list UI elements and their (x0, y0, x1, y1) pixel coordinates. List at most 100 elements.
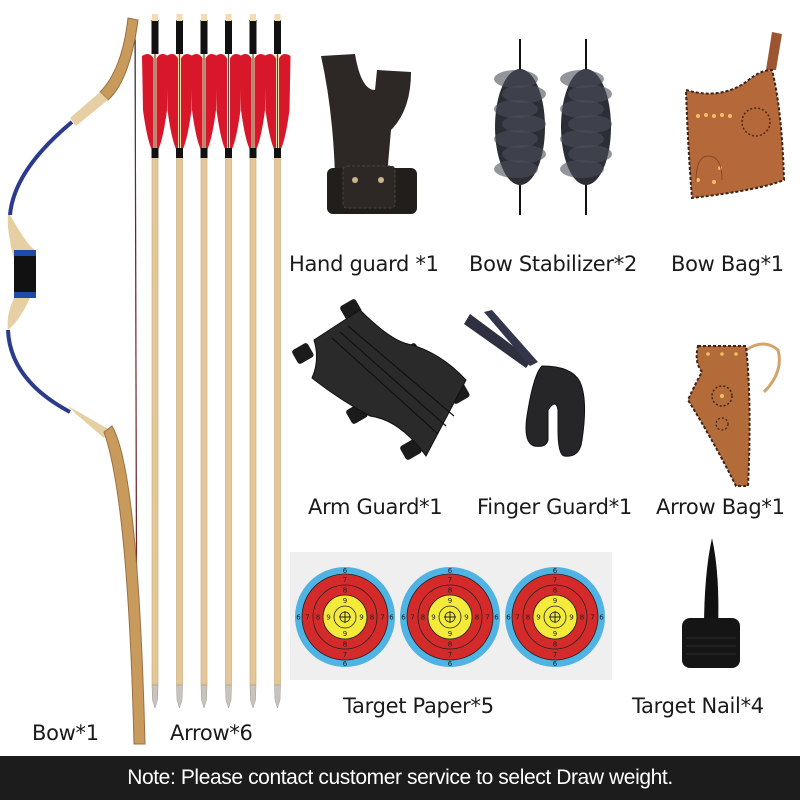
finger-guard-image (464, 310, 586, 457)
target-ring-number: 8 (448, 641, 452, 649)
bow-grip (14, 252, 36, 296)
bow-stabilizer-image (494, 39, 612, 215)
arrow-shaft (200, 149, 208, 686)
bow-upper-limb (8, 120, 74, 216)
target-ring-number: 7 (343, 651, 347, 659)
arrow-shaft (176, 149, 183, 686)
target-ring-number: 7 (553, 576, 557, 584)
arrows-image (142, 14, 291, 709)
stabilizer (494, 39, 546, 215)
target-nail-base (682, 618, 740, 668)
label-arrow: Arrow*6 (170, 721, 253, 745)
bow-bag-image (684, 32, 786, 200)
arrow-nock-wrap (200, 20, 208, 54)
target-ring-number: 9 (553, 630, 557, 638)
bow-bag-strap (766, 32, 782, 70)
target-ring-number: 8 (553, 641, 557, 649)
target-ring-number: 6 (389, 614, 394, 622)
arrow-nock (250, 14, 256, 21)
target-ring-number: 8 (421, 614, 425, 622)
arrow-nock-wrap (249, 20, 257, 54)
target-ring-number: 6 (401, 614, 406, 622)
finger-guard-body (525, 365, 586, 457)
arrow (240, 14, 266, 709)
target-ring-number: 6 (506, 614, 511, 622)
arrow-shaft (151, 149, 159, 686)
target-ring-number: 6 (448, 567, 453, 575)
target-ring-number: 9 (448, 597, 452, 605)
label-bow-stabilizer: Bow Stabilizer*2 (469, 252, 638, 276)
arrow-head (225, 684, 232, 709)
arrow-shaft (225, 149, 232, 686)
hand-guard-body (321, 54, 411, 176)
target-nail-spike (704, 538, 719, 630)
arrow-head (151, 684, 159, 709)
note-banner: Note: Please contact customer service to… (0, 756, 800, 800)
arrow (264, 14, 291, 709)
target-ring-number: 8 (370, 614, 374, 622)
arrow-bag-image (686, 342, 781, 487)
target-ring-number: 8 (343, 641, 347, 649)
arrow-bag-body (686, 345, 751, 487)
target-ring-number: 6 (599, 614, 604, 622)
target-ring-number: 8 (316, 614, 320, 622)
arrow-nock-wrap (176, 20, 183, 54)
target-ring-number: 6 (448, 660, 453, 668)
arrow (215, 14, 242, 709)
target-ring-number: 6 (343, 567, 348, 575)
hand-guard-image (321, 54, 417, 214)
target-ring-number: 7 (343, 576, 347, 584)
label-finger-guard: Finger Guard*1 (477, 495, 632, 519)
target-ring-number: 9 (431, 614, 435, 622)
target-ring-number: 6 (494, 614, 499, 622)
label-hand-guard: Hand guard *1 (289, 252, 439, 276)
bow-lower-limb-tip (103, 425, 146, 745)
arrow-nock-wrap (274, 20, 281, 54)
target-ring-number: 6 (553, 660, 558, 668)
arm-guard-body (311, 309, 467, 457)
target-ring-number: 8 (580, 614, 584, 622)
arrow (142, 14, 168, 709)
target-ring-10 (333, 605, 357, 629)
target-ring-number: 8 (475, 614, 479, 622)
arrow (166, 14, 193, 709)
target-ring-number: 9 (464, 614, 468, 622)
target-ring-number: 8 (343, 587, 347, 595)
label-bow: Bow*1 (32, 721, 99, 745)
target-ring-number: 7 (380, 614, 384, 622)
bow-image (6, 17, 146, 745)
arrow (191, 14, 217, 709)
label-arrow-bag: Arrow Bag*1 (656, 495, 785, 519)
target-ring-number: 9 (448, 630, 452, 638)
arrow-nock (152, 14, 158, 21)
target-ring-number: 9 (326, 614, 330, 622)
arrow-head (274, 684, 281, 709)
arm-guard-image (292, 299, 470, 460)
target-ring-number: 7 (305, 614, 309, 622)
label-arm-guard: Arm Guard*1 (308, 495, 443, 519)
target-ring-number: 6 (343, 660, 348, 668)
arrow-shaft (274, 149, 281, 686)
target-ring-10 (543, 605, 567, 629)
target-ring-number: 7 (590, 614, 594, 622)
target-ring-number: 9 (569, 614, 573, 622)
target-ring-number: 9 (359, 614, 363, 622)
target-ring-number: 6 (553, 567, 558, 575)
bow-lower-limb (6, 329, 71, 414)
note-text: Note: Please contact customer service to… (127, 766, 673, 789)
target-ring-number: 7 (410, 614, 414, 622)
arrow-nock-wrap (151, 20, 159, 54)
target-ring-number: 9 (343, 597, 347, 605)
target-ring-number: 9 (536, 614, 540, 622)
arrow-nock (225, 14, 232, 21)
bow-bag-body (684, 68, 786, 200)
target-ring-number: 8 (448, 587, 452, 595)
target-ring-number: 7 (553, 651, 557, 659)
bow-upper-limb-tip (99, 17, 139, 101)
arrow-shaft (249, 149, 257, 686)
stabilizer (560, 39, 612, 215)
target-ring-number: 8 (553, 587, 557, 595)
finger-guard-strap (464, 314, 532, 368)
